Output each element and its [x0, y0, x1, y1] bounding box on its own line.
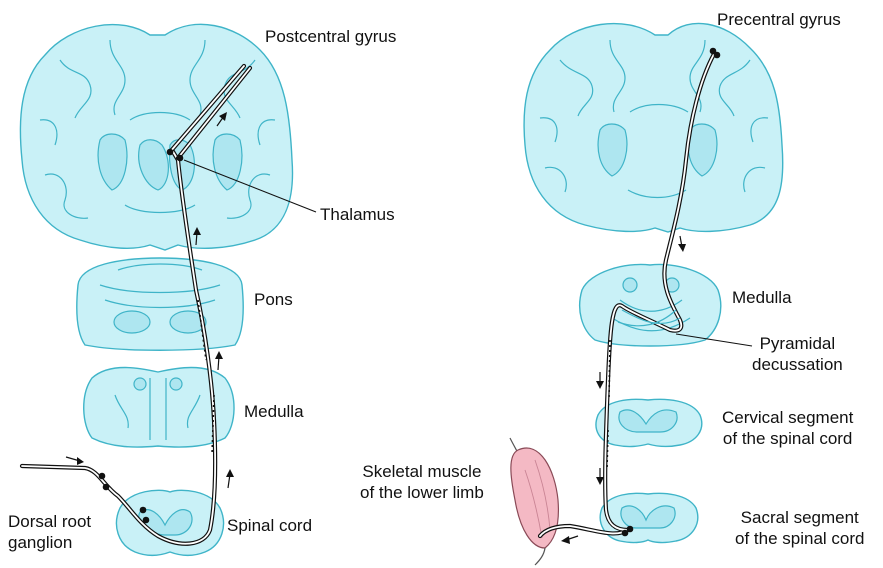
- pyramidal-decussation-leader-line: [675, 333, 753, 347]
- label-cervical-segment: Cervical segment of the spinal cord: [722, 408, 854, 448]
- label-pons: Pons: [254, 290, 293, 309]
- label-postcentral-gyrus: Postcentral gyrus: [265, 27, 397, 46]
- right-cervical-section: [595, 398, 703, 448]
- label-pyramidal-decussation: Pyramidal decussation: [752, 334, 843, 374]
- label-spinal-cord: Spinal cord: [227, 516, 313, 535]
- label-skeletal-muscle: Skeletal muscle of the lower limb: [360, 462, 484, 502]
- left-medulla-section: [83, 366, 235, 448]
- label-sacral-segment: Sacral segment of the spinal cord: [735, 508, 865, 548]
- right-flow-arrows: [561, 235, 686, 544]
- left-flow-arrows: [65, 112, 234, 489]
- ascending-sensory-pathway: [19, 63, 253, 546]
- right-medulla-section: [578, 263, 722, 347]
- right-brain-coronal-section: [523, 22, 784, 233]
- descending-motor-pathway: [537, 47, 721, 539]
- skeletal-muscle: [509, 437, 560, 566]
- left-pons-section: [76, 257, 244, 351]
- left-spinal-cord-section: [115, 489, 225, 557]
- thalamus-leader-line: [183, 159, 317, 213]
- label-medulla-right: Medulla: [732, 288, 792, 307]
- label-thalamus: Thalamus: [320, 205, 395, 224]
- left-brain-coronal-section: [19, 23, 294, 251]
- label-precentral-gyrus: Precentral gyrus: [717, 10, 841, 29]
- label-medulla-left: Medulla: [244, 402, 304, 421]
- label-dorsal-root-ganglion: Dorsal root ganglion: [8, 512, 92, 552]
